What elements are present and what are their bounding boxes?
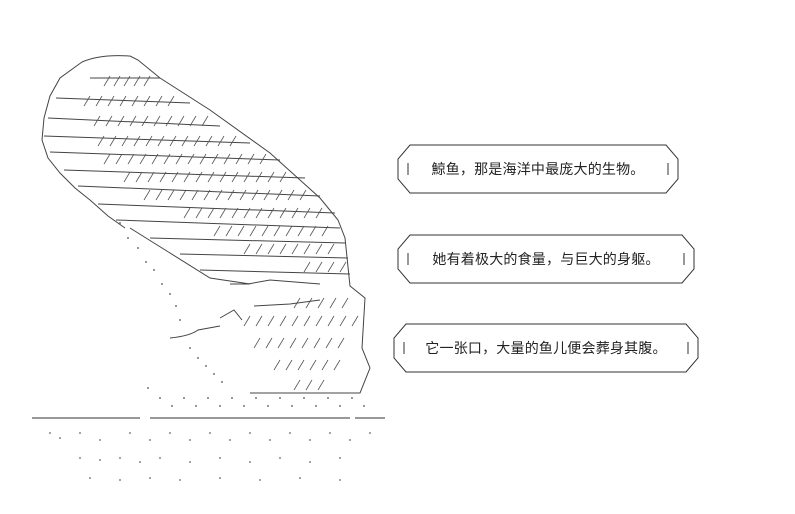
caption-bubble-2: 她有着极大的食量，与巨大的身躯。 — [396, 233, 696, 285]
caption-text: 她有着极大的食量，与巨大的身躯。 — [432, 252, 660, 268]
caption-bubble-1: 鯨鱼，那是海洋中最庞大的生物。 — [396, 143, 680, 195]
whale-illustration — [32, 55, 385, 481]
caption-frame — [397, 144, 679, 194]
caption-bubble-3: 它一张口，大量的鱼儿便会葬身其腹。 — [392, 322, 700, 374]
whale-body-hatching — [41, 55, 371, 394]
caption-frame — [397, 234, 695, 284]
whale-mouth-lines — [129, 227, 321, 339]
caption-text: 它一张口，大量的鱼儿便会葬身其腹。 — [425, 341, 667, 357]
water-dots — [119, 222, 365, 407]
whale-slash-marks — [83, 75, 359, 391]
water-ripple-dots — [49, 432, 371, 481]
whale-ascii-art — [20, 48, 390, 498]
caption-text: 鯨鱼，那是海洋中最庞大的生物。 — [431, 162, 645, 178]
caption-frame — [393, 323, 699, 373]
